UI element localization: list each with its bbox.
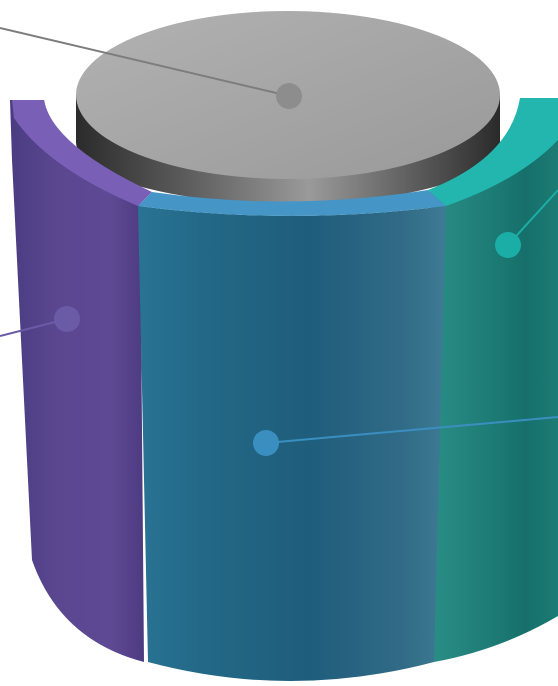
teal-segment-top: [428, 98, 558, 206]
callout-dot-disc: [276, 83, 302, 109]
purple-segment-body: [10, 100, 144, 662]
teal-segment: [428, 98, 558, 662]
blue-segment: [138, 190, 446, 681]
leader-line-blue: [265, 416, 558, 444]
purple-segment: [10, 100, 152, 662]
blue-segment-top: [138, 190, 446, 216]
teal-segment-body: [430, 98, 558, 662]
purple-segment-top: [12, 100, 152, 206]
callout-dot-purple: [54, 306, 80, 332]
callouts: [0, 27, 558, 456]
callout-dot-blue: [253, 430, 279, 456]
callout-dot-teal: [495, 232, 521, 258]
leader-line-disc: [0, 27, 290, 97]
blue-segment-body: [138, 206, 446, 681]
